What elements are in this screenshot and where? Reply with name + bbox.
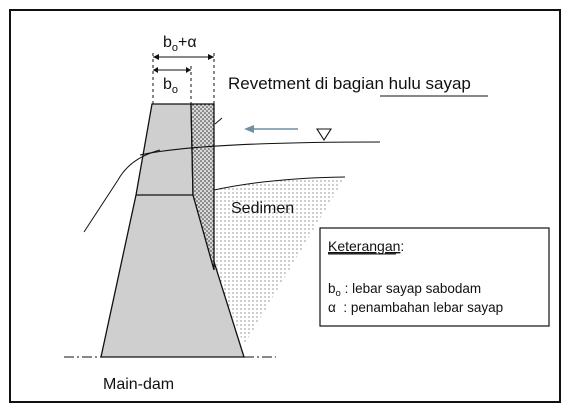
dim-inner-arrow-right-icon <box>186 67 191 73</box>
water-level-icon <box>315 128 333 142</box>
sediment-area <box>214 177 345 345</box>
label-main-dam: Main-dam <box>103 376 174 393</box>
slope-line-lower <box>83 179 119 233</box>
outer-frame <box>9 9 561 403</box>
label-revetment: Revetment di bagian hulu sayap <box>228 74 471 93</box>
revetment-strip <box>190 103 215 271</box>
water-level-line <box>139 141 381 156</box>
dim-inner-arrow-left-icon <box>153 67 158 73</box>
label-b0-alpha: bo+α <box>163 34 197 54</box>
legend-line-b0: bo : lebar sayap sabodam <box>328 281 481 299</box>
sediment-surface-line <box>213 176 346 191</box>
dim-outer-arrow-right-icon <box>208 54 214 60</box>
flow-arrowhead-icon <box>244 125 254 133</box>
dim-outer-arrow-left-icon <box>153 54 159 60</box>
legend-box <box>319 227 550 327</box>
legend-title: Keterangan: <box>328 238 404 254</box>
slope-line-upper <box>117 149 161 181</box>
legend-line-alpha: α : penambahan lebar sayap <box>328 300 503 315</box>
label-sediment: Sedimen <box>231 200 294 217</box>
revetment-leader-arrowhead <box>214 117 223 125</box>
label-b0: bo <box>163 76 178 96</box>
